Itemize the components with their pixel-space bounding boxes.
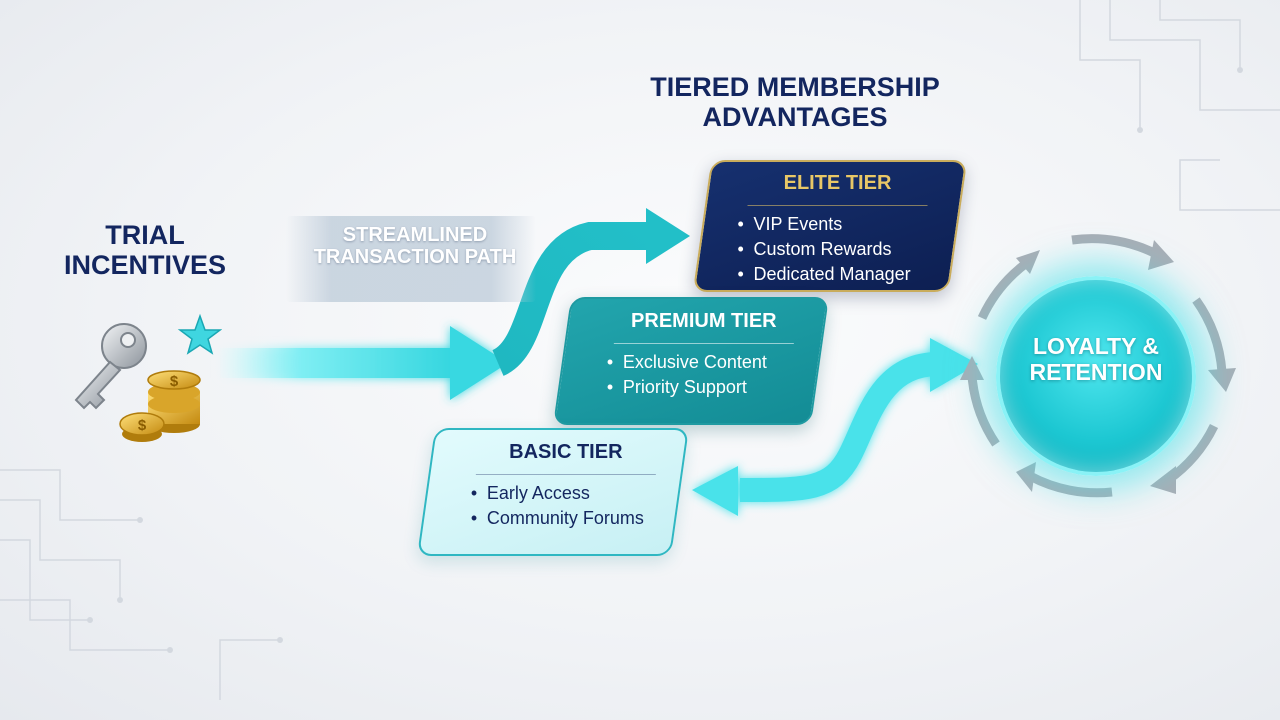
svg-text:$: $	[170, 373, 179, 390]
basic-tier-benefits: Early Access Community Forums	[471, 481, 661, 531]
star-icon	[177, 313, 222, 355]
elite-tier-name: ELITE TIER	[783, 172, 892, 194]
premium-tier-card: PREMIUM TIER Exclusive Content Priority …	[553, 297, 829, 425]
return-arrow	[692, 338, 978, 516]
key-icon	[74, 323, 147, 410]
premium-tier-divider	[613, 343, 794, 344]
loyalty-retention-title: LOYALTY & RETENTION	[1029, 333, 1163, 385]
benefit-item: Dedicated Manager	[738, 262, 938, 287]
trial-icons: $ $	[74, 313, 222, 442]
streamlined-transaction-title: STREAMLINED TRANSACTION PATH	[313, 224, 517, 269]
benefit-item: Custom Rewards	[738, 237, 938, 262]
basic-tier-name: BASIC TIER	[509, 441, 623, 463]
benefit-item: Community Forums	[471, 506, 661, 531]
elite-tier-divider	[747, 205, 928, 206]
benefit-item: VIP Events	[738, 212, 938, 237]
svg-text:$: $	[138, 417, 147, 434]
upgrade-arrow	[490, 208, 690, 376]
coin-stack-icon: $ $	[119, 370, 201, 442]
benefit-item: Exclusive Content	[607, 350, 801, 375]
premium-tier-benefits: Exclusive Content Priority Support	[607, 350, 801, 400]
basic-tier-card: BASIC TIER Early Access Community Forums	[417, 428, 689, 556]
benefit-item: Early Access	[471, 481, 661, 506]
basic-tier-divider	[475, 474, 656, 475]
streamlined-banner	[286, 216, 536, 302]
trial-incentives-title: TRIAL INCENTIVES	[63, 220, 227, 281]
main-flow-arrow	[220, 326, 508, 400]
premium-tier-name: PREMIUM TIER	[631, 310, 777, 332]
loyalty-circle	[996, 276, 1196, 476]
cycle-arrows	[960, 234, 1236, 498]
tiered-membership-title: TIERED MEMBERSHIP ADVANTAGES	[650, 72, 940, 133]
elite-tier-benefits: VIP Events Custom Rewards Dedicated Mana…	[738, 212, 938, 287]
elite-tier-card: ELITE TIER VIP Events Custom Rewards Ded…	[692, 160, 968, 292]
benefit-item: Priority Support	[607, 375, 801, 400]
